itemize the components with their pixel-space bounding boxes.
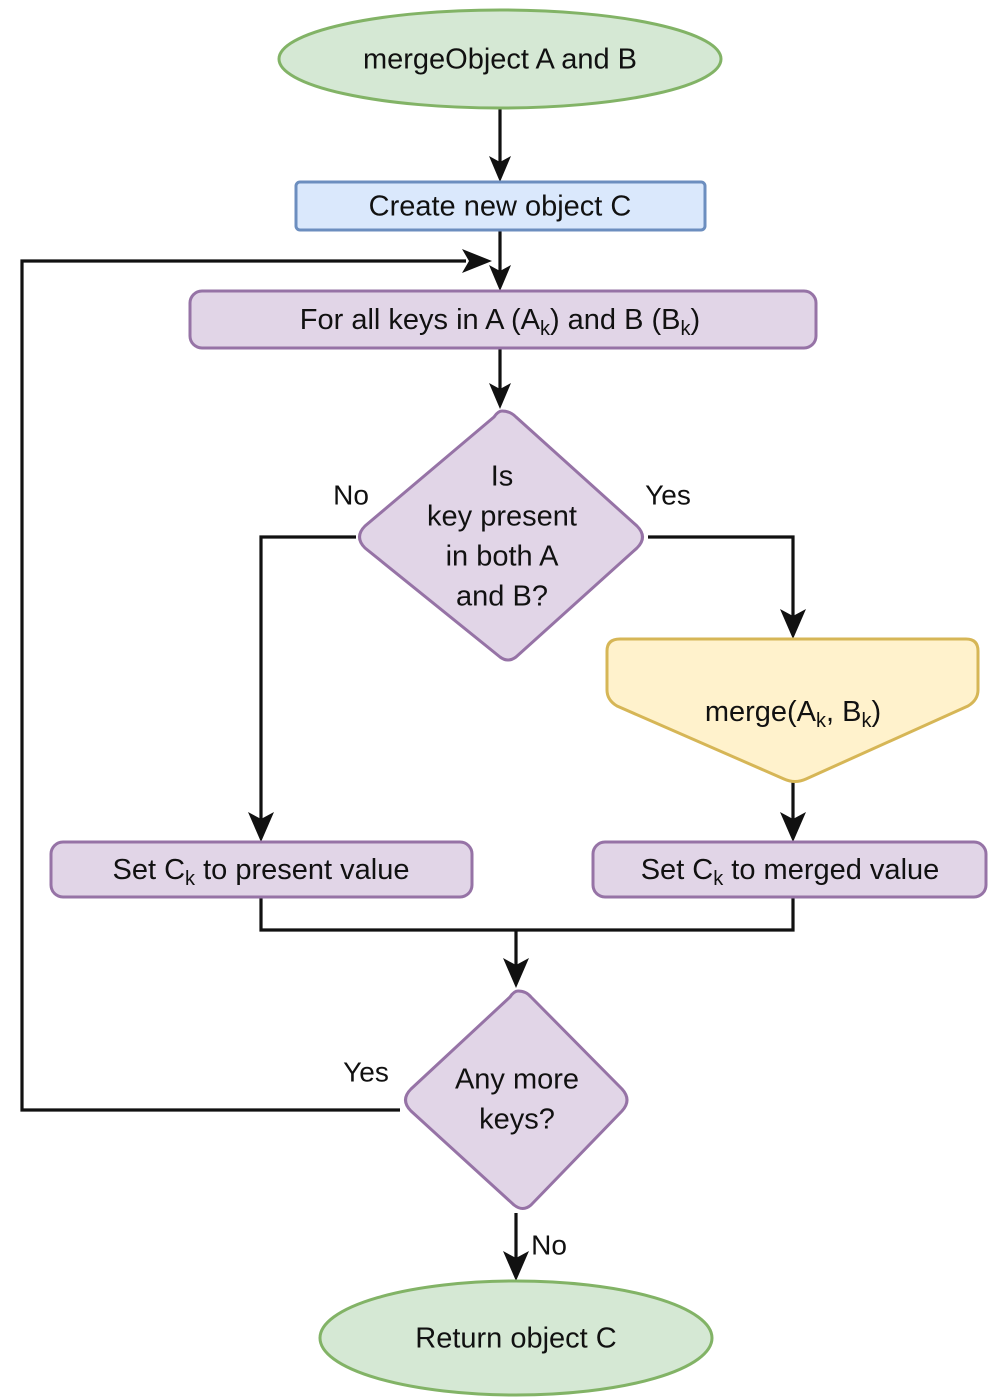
node-create-object-c[interactable]: Create new object C <box>294 180 707 232</box>
return-object-c-ellipse-shape <box>318 1279 714 1397</box>
for-all-keys-label: For all keys in A (Ak) and B (Bk) <box>300 304 700 341</box>
edge-label-loop-yes: Yes <box>343 1056 389 1087</box>
any-more-keys-label-line-2: keys? <box>479 1104 555 1136</box>
node-set-merged-value[interactable]: Set Ck to merged value <box>591 840 988 899</box>
set-merged-value-rect-shape <box>591 840 988 899</box>
edge-label-loop-no: No <box>531 1229 567 1260</box>
merge-call-label: merge(Ak, Bk) <box>705 696 881 733</box>
is-key-in-both-label-line-4: and B? <box>456 581 548 613</box>
edge-merge-to-setmerged <box>780 782 806 842</box>
for-all-keys-rect-shape <box>188 289 818 350</box>
edge-label-layer: No Yes Yes No <box>333 479 691 1260</box>
edge-label-decision-no: No <box>333 479 369 510</box>
create-object-c-rect-shape <box>294 180 707 232</box>
any-more-keys-diamond-shape <box>404 989 629 1210</box>
edge-label-decision-yes: Yes <box>645 479 691 510</box>
is-key-in-both-label-line-1: Is <box>491 461 514 493</box>
is-key-in-both-label-line-3: in both A <box>446 541 560 573</box>
edge-decision-yes <box>648 535 806 639</box>
set-merged-value-label: Set Ck to merged value <box>641 854 940 891</box>
is-key-in-both-diamond-shape <box>358 409 644 662</box>
is-key-in-both-label-line-2: key present <box>427 501 577 533</box>
any-more-keys-label-line-1: Any more <box>455 1064 579 1096</box>
edge-start-to-create <box>489 108 511 182</box>
edge-decision-no <box>248 535 356 842</box>
node-any-more-keys[interactable]: Any more keys? <box>404 989 629 1210</box>
node-merge-call[interactable]: merge(Ak, Bk) <box>605 637 980 783</box>
create-object-c-label: Create new object C <box>369 191 632 223</box>
set-present-value-label: Set Ck to present value <box>113 854 410 891</box>
node-is-key-in-both[interactable]: Is key present in both A and B? <box>358 409 644 662</box>
edge-anymore-no <box>503 1213 529 1281</box>
edge-join-to-anymore <box>259 897 795 988</box>
start-ellipse-shape <box>277 8 723 110</box>
set-present-value-rect-shape <box>49 840 474 899</box>
node-for-all-keys[interactable]: For all keys in A (Ak) and B (Bk) <box>188 289 818 350</box>
start-label: mergeObject A and B <box>363 44 637 76</box>
edge-loop-back-yes <box>20 249 492 1112</box>
merge-call-manual-operation-shape <box>605 637 980 783</box>
edge-forall-to-decision <box>489 348 511 409</box>
edge-create-to-forall <box>489 230 511 291</box>
node-set-present-value[interactable]: Set Ck to present value <box>49 840 474 899</box>
node-return-object-c[interactable]: Return object C <box>318 1279 714 1397</box>
edge-layer <box>20 108 806 1281</box>
node-start[interactable]: mergeObject A and B <box>277 8 723 110</box>
return-object-c-label: Return object C <box>415 1323 617 1355</box>
